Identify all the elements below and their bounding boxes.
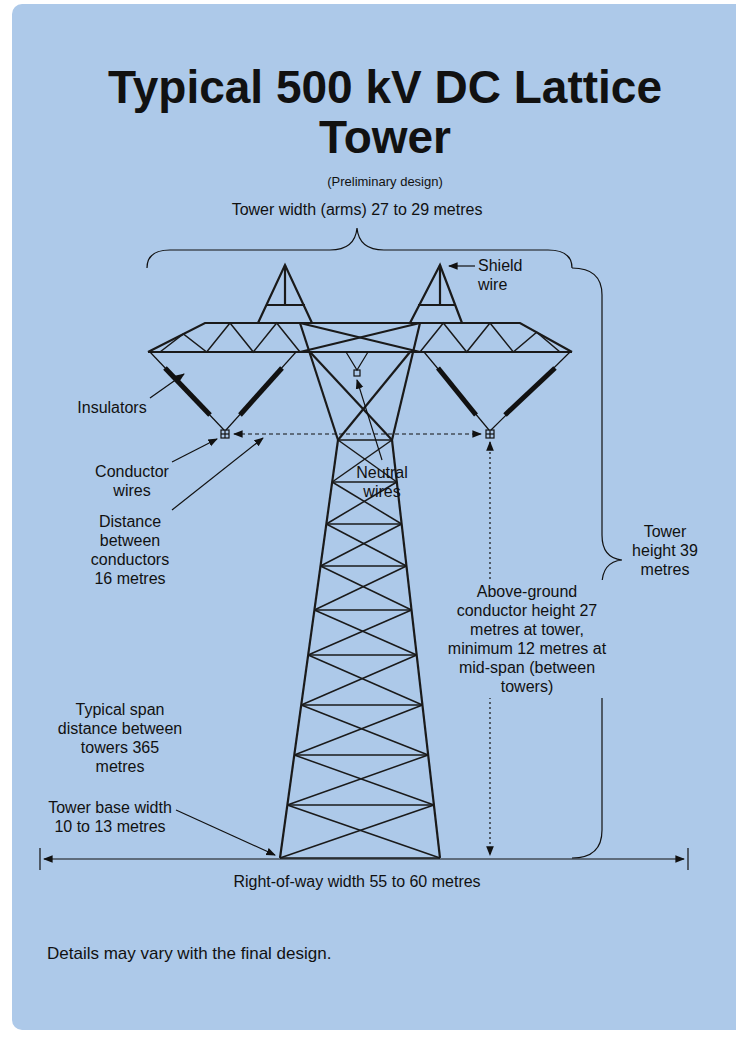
dimension-label: Tower base width 10 to 13 metres [40,798,180,836]
lattice-strut [287,805,440,858]
dimension-label: Above-ground conductor height 27 metres … [442,580,613,698]
lattice-strut [308,654,417,656]
dimension-label: Distance between conductors 16 metres [80,512,180,588]
lattice-strut [294,755,434,805]
arm-bracing [420,323,560,352]
lattice-strut [301,655,416,705]
lattice-strut [301,704,422,706]
lattice-strut [326,524,406,566]
conductor-spacing-dimension [234,433,481,434]
caption: Details may vary with the final design. [47,944,687,963]
dimension-label: Tower height 39 metres [625,522,705,579]
lattice-strut [287,755,428,805]
part-label: Neutral wires [337,463,427,501]
lattice-strut [332,481,397,483]
lattice-strut [308,610,411,655]
dimension-label: Typical span distance between towers 365… [58,700,183,776]
lattice-strut [314,609,411,611]
lattice-strut [321,524,402,566]
title: Typical 500 kV DC Lattice Tower [85,62,685,162]
part-label: Insulators [57,398,167,417]
lattice-strut [338,439,392,441]
lattice-strut [321,565,407,567]
arm-bracing [160,323,300,352]
lattice-strut [314,566,406,610]
lattice-strut [314,610,416,655]
leader-arrow [150,266,475,855]
lattice-strut [308,655,422,705]
part-label: Conductor wires [82,462,182,500]
lattice-strut [294,754,428,756]
part-label: Shield wire [478,256,538,294]
height-brace [572,268,622,858]
lattice-strut [301,705,428,755]
subtitle-note: (Preliminary design) [235,172,535,191]
dimension-label: Right-of-way width 55 to 60 metres [147,872,567,891]
lattice-strut [294,705,422,755]
right-of-way-line [40,848,688,870]
lattice-strut [287,804,434,806]
lattice-tower [148,265,572,858]
lattice-strut [280,857,440,859]
dimension-label: Tower width (arms) 27 to 29 metres [147,200,567,219]
lattice-strut [326,523,401,525]
lattice-strut [280,805,434,858]
lattice-strut [321,566,412,610]
